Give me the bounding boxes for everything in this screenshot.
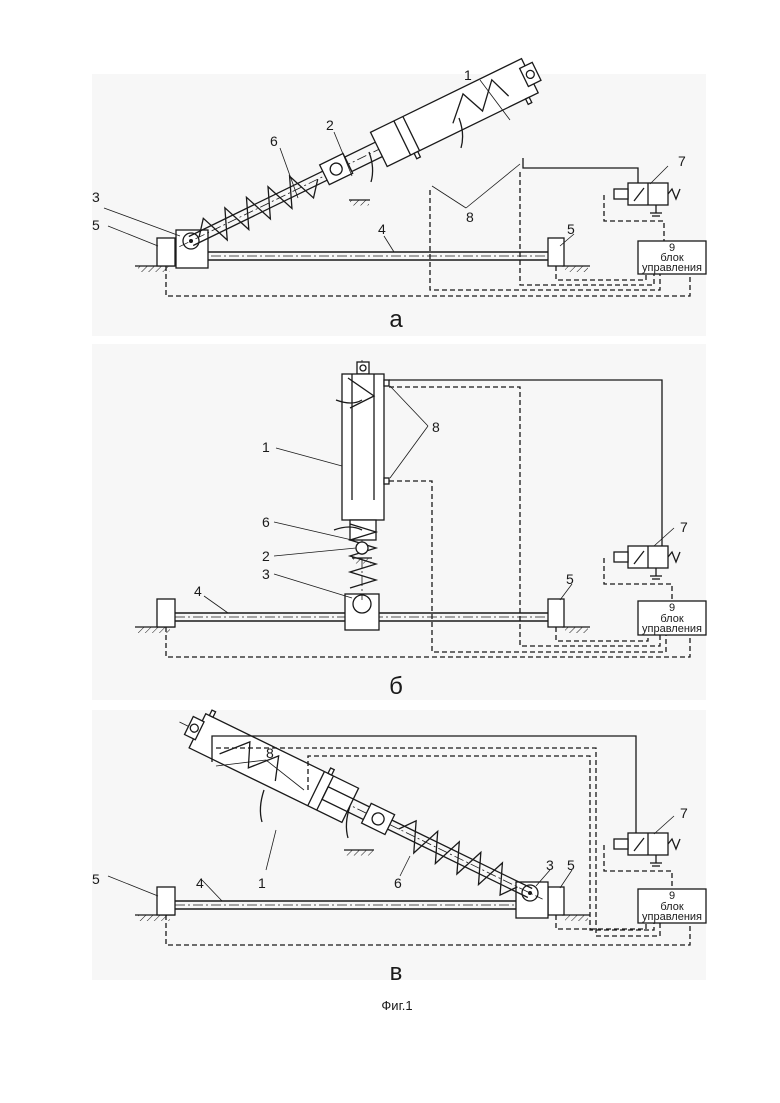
panel-label-b: б	[389, 673, 403, 700]
label-2-a: 2	[326, 117, 334, 133]
label-8-a: 8	[466, 209, 474, 225]
label-1-a: 1	[464, 67, 472, 83]
label-8-c: 8	[266, 745, 274, 761]
support-5-left-b	[157, 599, 175, 627]
control-block-line2: управления	[642, 262, 702, 274]
label-4-c: 4	[196, 875, 204, 891]
cylinder-1-b	[342, 374, 384, 520]
control-block-line2-c: управления	[642, 911, 702, 923]
support-5-right-c	[548, 887, 564, 915]
label-4-a: 4	[378, 221, 386, 237]
label-2-b: 2	[262, 548, 270, 564]
label-3-a: 3	[92, 189, 100, 205]
support-5-left	[157, 238, 175, 266]
label-1-b: 1	[262, 439, 270, 455]
label-8-b: 8	[432, 419, 440, 435]
label-6-a: 6	[270, 133, 278, 149]
label-5-right-c: 5	[567, 857, 575, 873]
figure-caption: Фиг.1	[381, 998, 412, 1013]
label-3-b: 3	[262, 566, 270, 582]
label-5-left-c: 5	[92, 871, 100, 887]
label-6-c: 6	[394, 875, 402, 891]
label-5-b: 5	[566, 571, 574, 587]
control-block-line2-b: управления	[642, 623, 702, 635]
panel-label-a: а	[389, 306, 403, 333]
label-5-right-a: 5	[567, 221, 575, 237]
label-3-c: 3	[546, 857, 554, 873]
panel-a-background	[92, 74, 706, 336]
support-5-right-b	[548, 599, 564, 627]
label-5-left-a: 5	[92, 217, 100, 233]
label-7-c: 7	[680, 805, 688, 821]
label-4-b: 4	[194, 583, 202, 599]
label-7-b: 7	[680, 519, 688, 535]
label-7-a: 7	[678, 153, 686, 169]
panel-label-c: в	[390, 959, 403, 986]
support-5-left-c	[157, 887, 175, 915]
label-6-b: 6	[262, 514, 270, 530]
support-5-right	[548, 238, 564, 266]
label-1-c: 1	[258, 875, 266, 891]
